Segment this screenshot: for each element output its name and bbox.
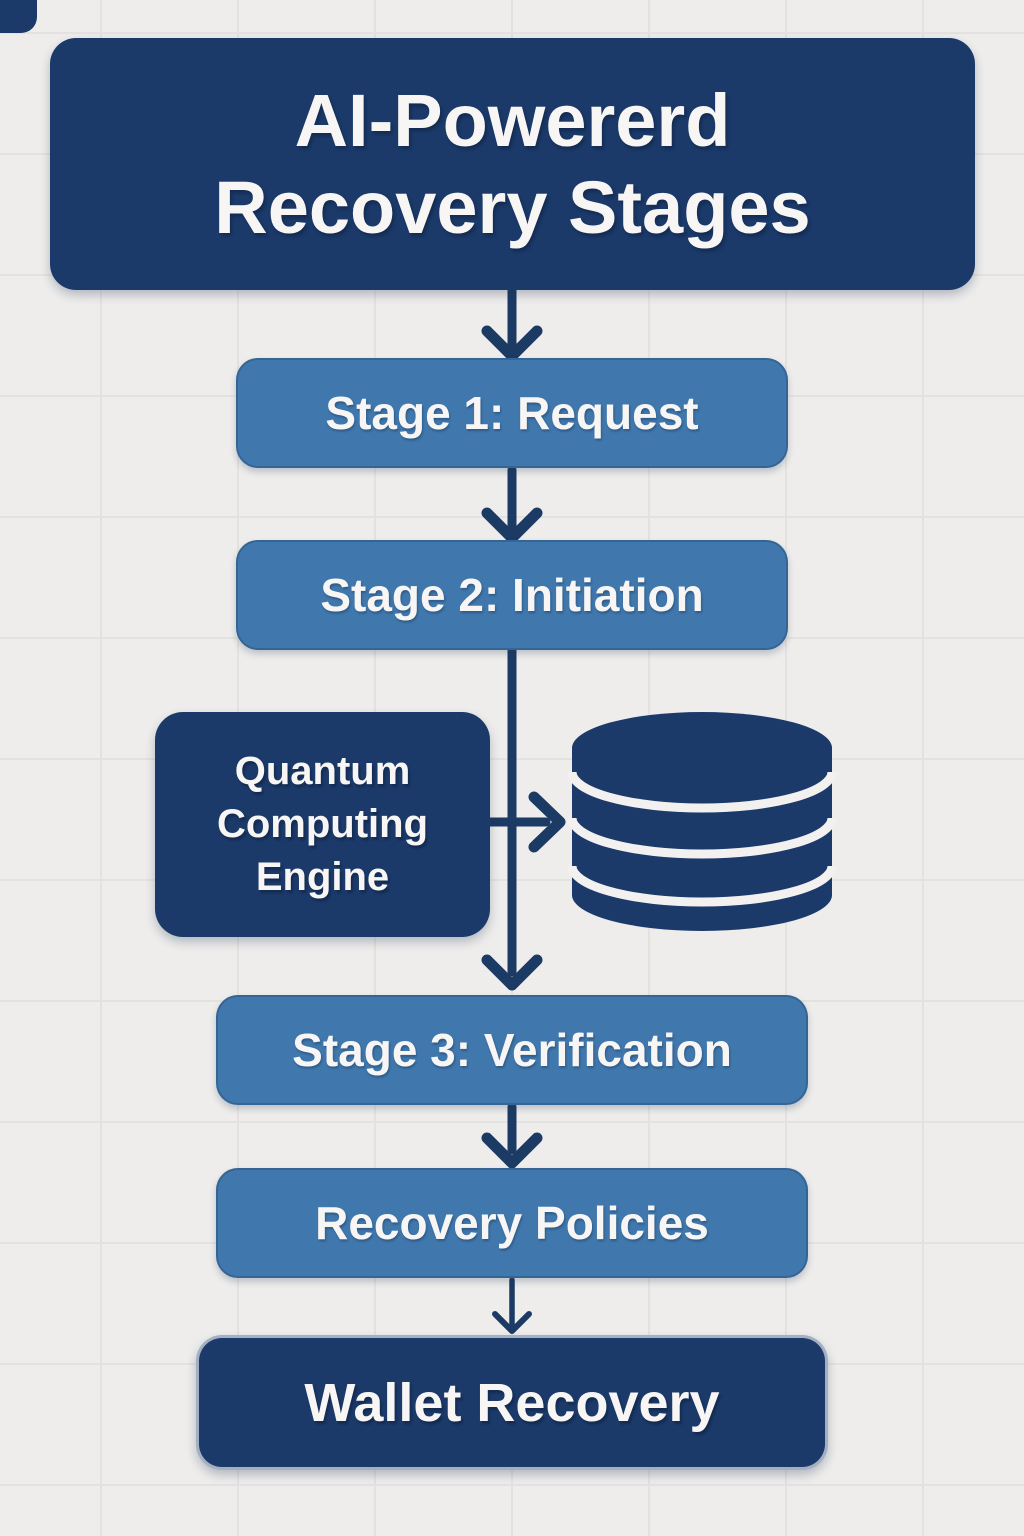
arrow-stage1-to-stage2 <box>481 465 543 544</box>
node-recovery-policies: Recovery Policies <box>216 1168 808 1278</box>
arrow-policies-to-wallet <box>492 1277 532 1334</box>
arrow-quantum-to-database <box>483 791 566 853</box>
node-stage3: Stage 3: Verification <box>216 995 808 1105</box>
corner-decoration <box>0 0 37 33</box>
diagram-title-line1: AI-Powererd <box>294 78 731 162</box>
diagram-title: AI-Powererd Recovery Stages <box>50 38 975 290</box>
node-quantum-engine: Quantum Computing Engine <box>155 712 490 937</box>
database-icon <box>567 712 837 931</box>
arrow-stage2-to-stage3 <box>481 645 543 991</box>
diagram-title-line2: Recovery Stages <box>214 166 811 249</box>
arrow-stage3-to-policies <box>481 1102 543 1169</box>
node-wallet-recovery: Wallet Recovery <box>196 1335 828 1470</box>
arrow-title-to-stage1 <box>481 286 543 362</box>
node-stage2: Stage 2: Initiation <box>236 540 788 650</box>
node-stage1: Stage 1: Request <box>236 358 788 468</box>
